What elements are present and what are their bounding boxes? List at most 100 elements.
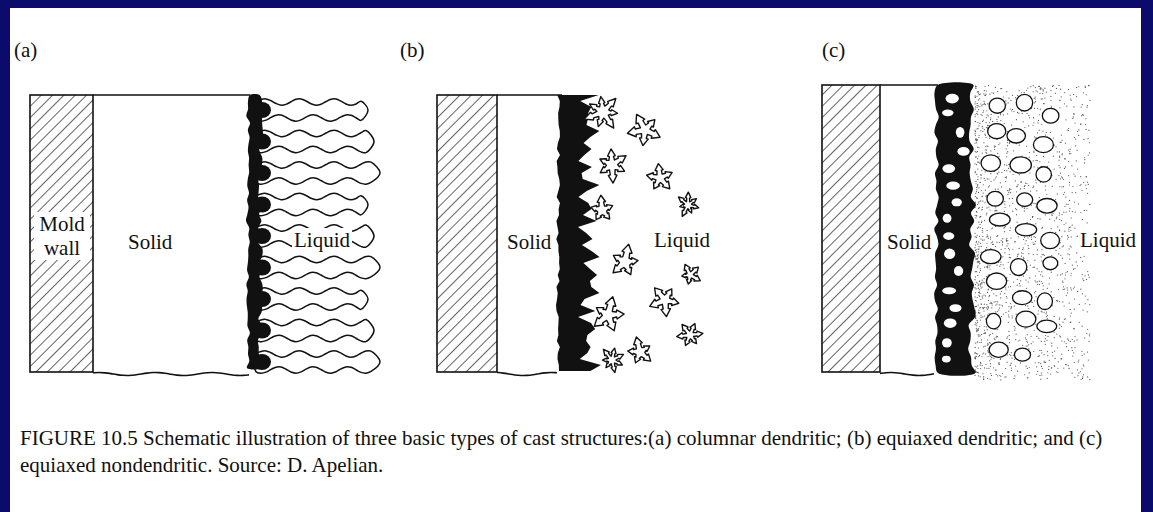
liquid-stipple bbox=[1035, 137, 1036, 138]
dendrite-root bbox=[253, 323, 271, 339]
liquid-stipple bbox=[1069, 258, 1070, 259]
liquid-stipple bbox=[1000, 114, 1001, 115]
liquid-stipple bbox=[1049, 277, 1050, 278]
liquid-stipple bbox=[1029, 117, 1030, 118]
liquid-stipple bbox=[985, 95, 986, 96]
liquid-stipple bbox=[976, 306, 977, 307]
liquid-stipple bbox=[986, 243, 987, 244]
liquid-stipple bbox=[980, 216, 981, 217]
liquid-stipple bbox=[1008, 102, 1009, 103]
liquid-stipple bbox=[986, 117, 987, 118]
liquid-stipple bbox=[978, 257, 979, 258]
liquid-stipple bbox=[1077, 150, 1078, 151]
liquid-stipple bbox=[1038, 338, 1039, 339]
liquid-stipple bbox=[1068, 204, 1069, 205]
liquid-stipple bbox=[978, 137, 979, 138]
liquid-stipple bbox=[1079, 322, 1080, 323]
equiaxed-dendrite bbox=[613, 244, 638, 274]
liquid-stipple bbox=[989, 342, 990, 343]
liquid-stipple bbox=[993, 358, 994, 359]
liquid-stipple bbox=[1076, 252, 1077, 253]
liquid-stipple bbox=[1073, 113, 1074, 114]
liquid-stipple bbox=[1021, 181, 1022, 182]
liquid-stipple bbox=[1066, 346, 1067, 347]
liquid-stipple bbox=[995, 295, 996, 296]
liquid-stipple bbox=[983, 376, 984, 377]
liquid-stipple bbox=[977, 320, 978, 321]
liquid-stipple bbox=[1088, 85, 1089, 86]
liquid-stipple bbox=[982, 152, 983, 153]
liquid-stipple bbox=[983, 282, 984, 283]
liquid-stipple bbox=[1071, 217, 1072, 218]
liquid-stipple bbox=[1041, 352, 1042, 353]
liquid-stipple bbox=[1058, 85, 1059, 86]
liquid-stipple bbox=[988, 178, 989, 179]
liquid-stipple bbox=[1018, 340, 1019, 341]
liquid-stipple bbox=[986, 276, 987, 277]
liquid-stipple bbox=[1062, 322, 1063, 323]
liquid-stipple bbox=[986, 247, 987, 248]
liquid-stipple bbox=[993, 301, 994, 302]
liquid-stipple bbox=[1029, 372, 1030, 373]
liquid-stipple bbox=[1087, 271, 1088, 272]
liquid-stipple bbox=[983, 310, 984, 311]
liquid-stipple bbox=[977, 111, 978, 112]
liquid-stipple bbox=[992, 241, 993, 242]
liquid-stipple bbox=[979, 312, 980, 313]
liquid-stipple bbox=[979, 272, 980, 273]
liquid-stipple bbox=[988, 300, 989, 301]
liquid-stipple bbox=[982, 104, 983, 105]
liquid-stipple bbox=[1011, 363, 1012, 364]
liquid-stipple bbox=[1035, 281, 1036, 282]
liquid-stipple bbox=[978, 187, 979, 188]
liquid-stipple bbox=[999, 364, 1000, 365]
liquid-stipple bbox=[977, 128, 978, 129]
grain bbox=[986, 273, 1006, 289]
liquid-stipple bbox=[1045, 313, 1046, 314]
liquid-stipple bbox=[975, 352, 976, 353]
liquid-stipple bbox=[1014, 241, 1015, 242]
grain bbox=[988, 124, 1006, 139]
liquid-stipple bbox=[1063, 212, 1064, 213]
liquid-stipple bbox=[977, 372, 978, 373]
grain bbox=[987, 191, 1003, 206]
liquid-stipple bbox=[1075, 138, 1076, 139]
liquid-stipple bbox=[1070, 287, 1071, 288]
liquid-stipple bbox=[1050, 132, 1051, 133]
liquid-stipple bbox=[1013, 281, 1014, 282]
liquid-stipple bbox=[1066, 204, 1067, 205]
liquid-stipple bbox=[1016, 214, 1017, 215]
liquid-stipple bbox=[980, 175, 981, 176]
liquid-stipple bbox=[1043, 103, 1044, 104]
liquid-stipple bbox=[1008, 262, 1009, 263]
liquid-stipple bbox=[996, 303, 997, 304]
liquid-stipple bbox=[1039, 218, 1040, 219]
equiaxed-dendrite bbox=[650, 288, 679, 317]
liquid-stipple bbox=[1068, 149, 1069, 150]
liquid-stipple bbox=[983, 308, 984, 309]
liquid-stipple bbox=[1068, 368, 1069, 369]
liquid-stipple bbox=[993, 367, 994, 368]
liquid-stipple bbox=[983, 294, 984, 295]
liquid-stipple bbox=[1071, 100, 1072, 101]
liquid-stipple bbox=[1068, 128, 1069, 129]
liquid-stipple bbox=[1062, 281, 1063, 282]
liquid-stipple bbox=[1027, 237, 1028, 238]
grain bbox=[1033, 137, 1053, 153]
liquid-stipple bbox=[994, 339, 995, 340]
liquid-stipple bbox=[976, 212, 977, 213]
dendrite-arm bbox=[255, 130, 374, 153]
liquid-stipple bbox=[987, 292, 988, 293]
liquid-stipple bbox=[1087, 222, 1088, 223]
liquid-stipple bbox=[1006, 239, 1007, 240]
liquid-stipple bbox=[991, 114, 992, 115]
liquid-stipple bbox=[977, 176, 978, 177]
liquid-stipple bbox=[1034, 300, 1035, 301]
liquid-stipple bbox=[1006, 91, 1007, 92]
liquid-stipple bbox=[1075, 145, 1076, 146]
solid-edge bbox=[93, 94, 250, 96]
liquid-stipple bbox=[981, 105, 982, 106]
liquid-stipple bbox=[987, 350, 988, 351]
liquid-stipple bbox=[1027, 260, 1028, 261]
liquid-stipple bbox=[1054, 365, 1055, 366]
